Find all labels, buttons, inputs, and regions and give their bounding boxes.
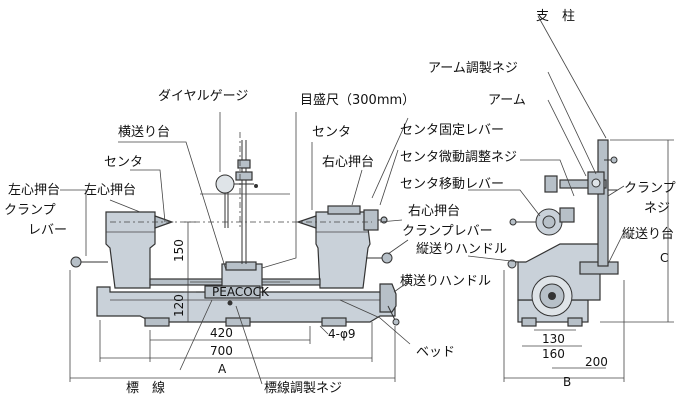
right-clamp-lever-knob: [381, 252, 393, 264]
side-arm: [559, 179, 607, 189]
dim-120: 120: [172, 294, 186, 317]
dim-B: B: [563, 375, 571, 389]
brand-label: PEACOCK: [212, 285, 270, 299]
label-longitudinal-feed-handle: 縦送りハンドル: [416, 242, 507, 257]
dim-A: A: [218, 362, 227, 376]
label-right-tailstock-clamp-2: クランプレバー: [402, 224, 493, 239]
bed-foot-mid: [225, 317, 251, 327]
leader-lines: [60, 15, 625, 385]
label-center-right: センタ: [312, 125, 351, 140]
label-scale: 目盛尺（300mm）: [300, 93, 415, 108]
label-right-tailstock: 右心押台: [322, 155, 374, 170]
label-arm: アーム: [488, 93, 526, 108]
dim-4phi9: 4-φ9: [328, 327, 356, 341]
dim-700: 700: [210, 344, 233, 358]
dim-420: 420: [210, 326, 233, 340]
label-left-tailstock-clamp-2: クランプ: [4, 203, 56, 218]
cross-feed-handle: [379, 283, 397, 313]
label-cross-feed-table: 横送り台: [118, 125, 170, 140]
label-center-fine-adjust-screw: センタ微動調整ネジ: [400, 150, 517, 165]
bed: [96, 286, 396, 323]
label-arm-adjust-screw: アーム調製ネジ: [428, 61, 518, 76]
dim-130: 130: [542, 332, 565, 346]
label-left-tailstock-clamp-1: 左心押台: [8, 183, 60, 198]
label-dial-gauge: ダイヤルゲージ: [158, 89, 248, 104]
label-cross-feed-handle: 横送りハンドル: [400, 274, 491, 289]
label-bed: ベッド: [416, 345, 455, 360]
bed-foot-left: [144, 317, 170, 327]
right-tailstock: [315, 211, 371, 289]
label-center-move-lever: センタ移動レバー: [400, 177, 504, 192]
side-pillar: [597, 139, 609, 267]
label-center-left: センタ: [104, 155, 143, 170]
dim-200: 200: [585, 355, 608, 369]
label-center-fix-lever: センタ固定レバー: [400, 123, 504, 138]
label-clamp-screw-1: クランプ: [624, 181, 676, 196]
left-clamp-lever-knob: [70, 256, 82, 268]
dim-C: C: [660, 251, 668, 265]
label-left-tailstock: 左心押台: [84, 183, 136, 198]
left-tailstock: [105, 211, 156, 289]
label-left-tailstock-clamp-3: レバー: [28, 223, 67, 238]
dial-gauge: [215, 174, 235, 194]
label-right-tailstock-clamp-1: 右心押台: [408, 204, 460, 219]
label-reference-line-screw: 標線調製ネジ: [264, 380, 342, 396]
label-clamp-screw-2: ネジ: [644, 201, 670, 216]
bed-foot-right: [321, 317, 347, 327]
label-longitudinal-table: 縦送り台: [622, 227, 674, 242]
label-reference-line: 標 線: [126, 380, 165, 396]
label-pillar: 支 柱: [536, 9, 575, 24]
dim-160: 160: [542, 347, 565, 361]
dim-150: 150: [172, 239, 186, 262]
